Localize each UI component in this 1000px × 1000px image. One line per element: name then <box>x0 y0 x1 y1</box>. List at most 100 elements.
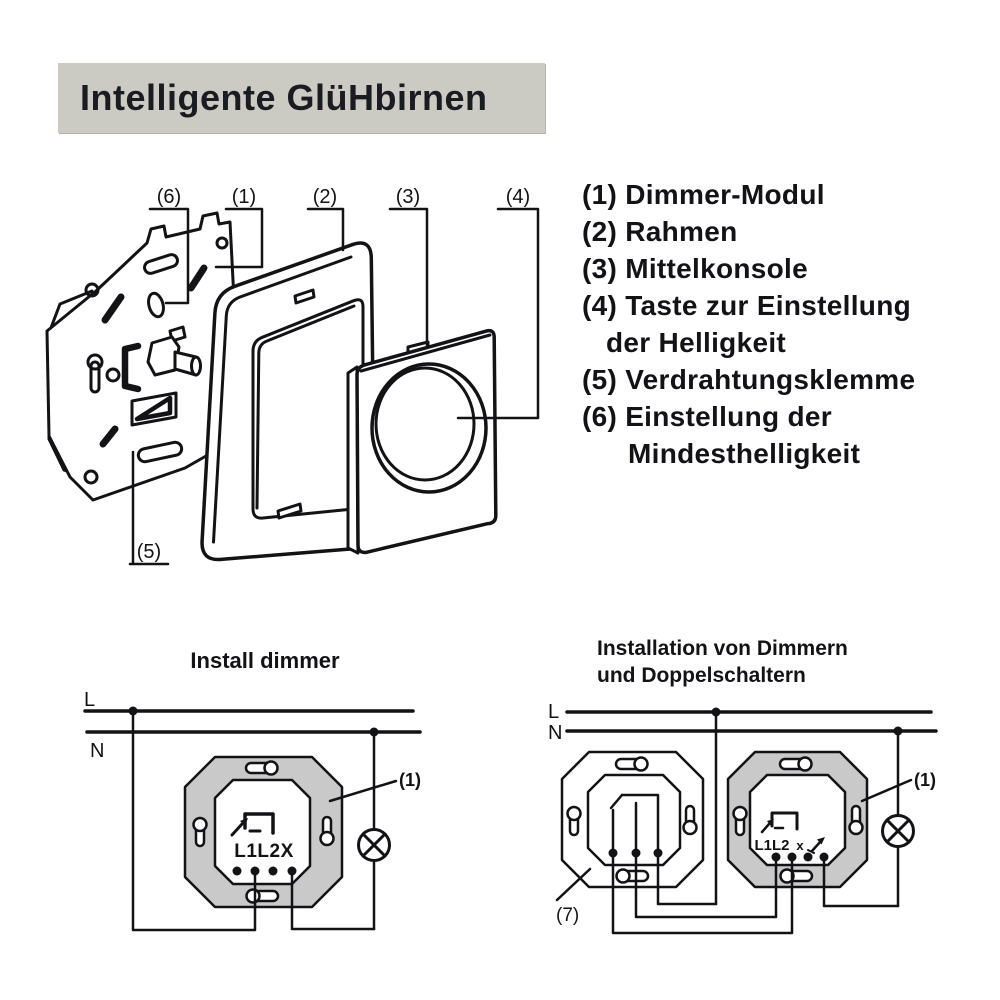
callout-line-2 <box>306 207 345 252</box>
dimmer-symbol <box>230 812 275 837</box>
switch-symbol <box>609 793 660 855</box>
callout-label-4: (4) <box>506 186 530 208</box>
keyhole-icon <box>778 756 813 772</box>
install-dimmer-diagram: Install dimmer L N L1L2X <box>83 648 422 932</box>
diagram-title-line1: Installation von Dimmern <box>597 637 848 660</box>
keyhole-icon <box>319 815 335 847</box>
dimmer-symbol-arrowhead <box>240 818 248 826</box>
dimmer-symbol <box>760 811 799 834</box>
neutral-line-label: N <box>90 740 104 762</box>
terminal-dot <box>287 866 297 876</box>
legend-item-6-cont: Mindesthelligkeit <box>628 438 861 469</box>
keyhole-stem <box>89 360 101 394</box>
screw-hole <box>215 236 229 250</box>
callout-line-1 <box>214 207 264 269</box>
terminal-labels: L1L2X <box>234 841 294 862</box>
dimmer-symbol-step <box>770 811 799 831</box>
frame <box>200 241 377 562</box>
lamp-icon <box>881 814 915 848</box>
terminal-dot <box>771 852 781 862</box>
keyhole-icon <box>244 760 279 776</box>
keyhole-icon <box>615 868 650 884</box>
dimmer-arrow-head <box>817 837 825 845</box>
callout-label-6: (6) <box>157 186 181 208</box>
curved-slot <box>136 440 184 464</box>
terminal-dot <box>653 848 663 858</box>
terminal-dot <box>268 866 278 876</box>
callout-label-switch: (7) <box>556 905 579 926</box>
keyhole-icon <box>682 804 698 836</box>
legend-item-4: (4) Taste zur Einstellung <box>582 290 912 321</box>
legend-item-2: (2) Rahmen <box>582 216 738 247</box>
live-line-label: L <box>548 701 559 723</box>
keyhole-icon <box>779 868 814 884</box>
switch-to-l1-wire <box>634 851 778 919</box>
exploded-view: (6) (1) (2) (3) (4) (5) <box>45 186 540 566</box>
callout-line-5 <box>128 450 170 566</box>
switch-common-wire <box>656 851 718 906</box>
junction-dot <box>711 707 721 717</box>
center-console <box>346 328 498 555</box>
x-terminal-to-lamp-wire <box>290 870 376 931</box>
switch-common-line <box>620 793 660 855</box>
dimmer-arrow-line <box>810 839 823 853</box>
keyhole-icon <box>732 805 748 837</box>
diagram-title: Install dimmer <box>190 648 340 673</box>
brightness-knob-rim <box>374 366 476 482</box>
callout-line-module <box>860 778 913 803</box>
legend-item-4-cont: der Helligkeit <box>606 327 787 358</box>
callout-line-6 <box>148 207 190 305</box>
brightness-knob <box>370 362 488 494</box>
callout-line-3 <box>388 207 429 350</box>
neutral-line-label: N <box>548 722 562 744</box>
round-hole <box>83 469 99 485</box>
dimmer-symbol-blade <box>760 822 771 834</box>
junction-dot <box>369 727 379 737</box>
dual-install-diagram: Installation von Dimmern und Doppelschal… <box>548 637 938 935</box>
keyhole-icon <box>848 804 864 836</box>
keyhole-icon <box>566 805 582 837</box>
shaft-end <box>190 355 202 377</box>
opening-depth-line <box>255 304 356 510</box>
live-to-l-terminal-wire <box>131 709 257 932</box>
terminal-dot <box>803 852 813 862</box>
legend-item-6: (6) Einstellung der <box>582 401 832 432</box>
dimmer-module-inner <box>213 778 312 886</box>
callout-line-4 <box>456 207 540 420</box>
min-brightness-adjuster <box>147 291 165 319</box>
terminal-dot <box>787 852 797 862</box>
keyhole-icon <box>614 756 649 772</box>
terminal-labels: L1L2 <box>754 837 789 854</box>
junction-dot <box>128 706 138 716</box>
console-depth-line <box>359 333 492 373</box>
dimmer-arrow-foot <box>807 849 815 854</box>
terminal-dot <box>819 852 829 862</box>
legend-item-3: (3) Mittelkonsole <box>582 253 809 284</box>
dimmer-symbol-arrowhead <box>767 819 774 826</box>
callout-line-switch <box>555 867 592 902</box>
terminal-dot <box>250 866 260 876</box>
page-title: Intelligente GlüHbirnen <box>80 77 488 118</box>
terminal-dot <box>608 848 618 858</box>
keyhole-icon <box>245 888 280 904</box>
keyhole-circle <box>86 353 104 371</box>
keyhole-icon <box>192 816 208 848</box>
wiring-terminal-lever <box>134 395 173 422</box>
terminal-x-label: x <box>796 838 804 853</box>
legend-item-5: (5) Verdrahtungsklemme <box>582 364 916 395</box>
dimmer-arrow-icon <box>807 837 825 854</box>
frame-clip <box>276 502 303 520</box>
plate-holes <box>83 236 229 485</box>
diagonal-slot <box>99 425 119 448</box>
terminal-dot <box>631 848 641 858</box>
round-hole <box>105 367 121 383</box>
frame-clip <box>293 288 316 305</box>
legend-item-1: (1) Dimmer-Modul <box>582 179 825 210</box>
callout-label-module: (1) <box>399 770 421 790</box>
diagonal-slot <box>187 264 208 292</box>
callout-lines <box>128 207 540 566</box>
terminal-dot <box>232 866 242 876</box>
dimmer-symbol-blade <box>230 822 244 837</box>
callout-label-3: (3) <box>396 186 420 208</box>
